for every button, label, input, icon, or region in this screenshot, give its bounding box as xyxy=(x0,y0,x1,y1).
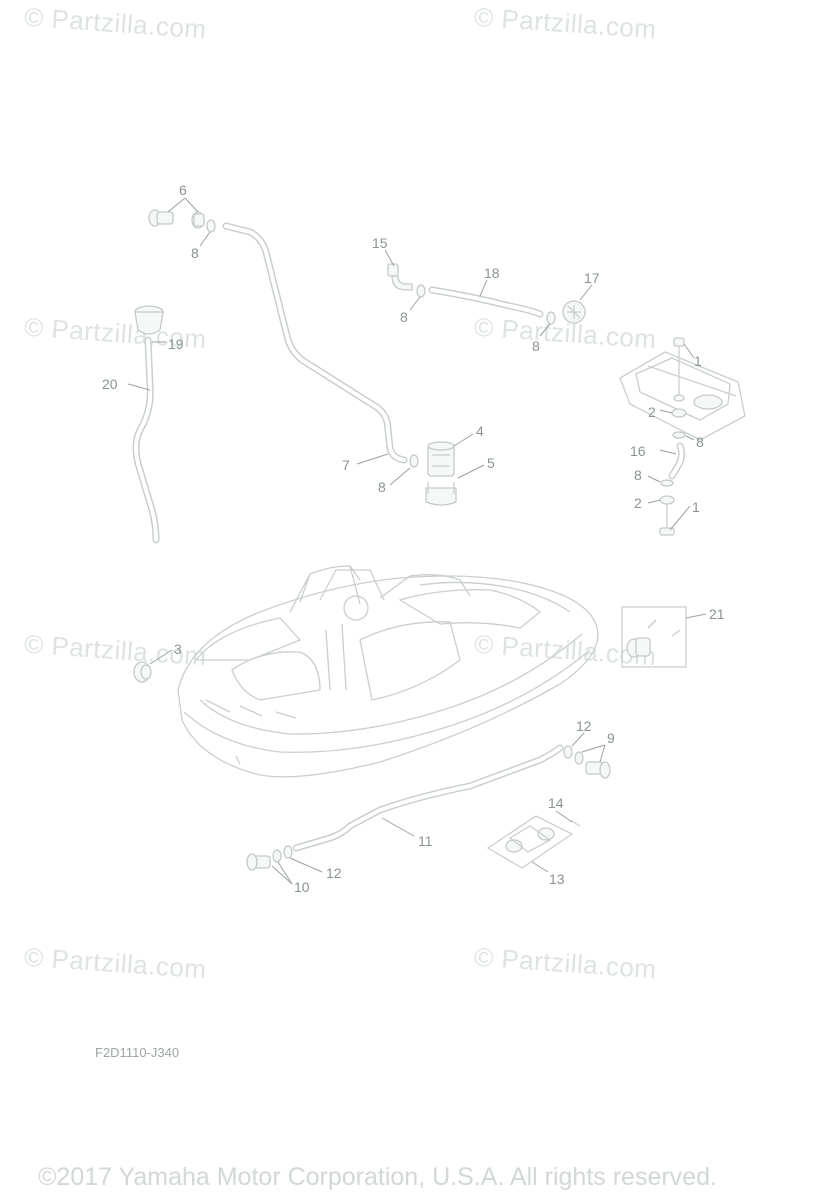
callout-8: 8 xyxy=(634,467,642,483)
callout-1: 1 xyxy=(694,353,702,369)
hose-16 xyxy=(668,442,686,480)
callout-2: 2 xyxy=(648,404,656,420)
callout-18: 18 xyxy=(484,265,500,281)
diagram-code: F2D1110-J340 xyxy=(95,1045,180,1060)
callout-11: 11 xyxy=(418,833,433,849)
callout-3: 3 xyxy=(174,641,182,657)
washer-8-mid xyxy=(409,454,419,468)
callout-8: 8 xyxy=(191,245,199,261)
leader-lines xyxy=(127,197,707,885)
callout-19: 19 xyxy=(168,336,184,352)
deck-plate xyxy=(619,351,746,441)
fitting-10 xyxy=(246,853,271,871)
callout-8: 8 xyxy=(532,338,540,354)
elbow-15 xyxy=(387,263,413,291)
fitting-9 xyxy=(585,761,611,779)
washer-12-right xyxy=(563,745,584,765)
callout-5: 5 xyxy=(487,455,495,471)
filler-cap-19 xyxy=(134,305,164,335)
tube-11 xyxy=(292,744,564,852)
filter-4 xyxy=(427,441,455,477)
callout-8: 8 xyxy=(400,309,408,325)
drain-plug-3 xyxy=(133,661,152,683)
callout-12: 12 xyxy=(326,865,342,881)
bracket-13 xyxy=(486,815,574,869)
callout-8: 8 xyxy=(696,434,704,450)
vent-hose-7 xyxy=(222,222,408,464)
valve-17 xyxy=(562,300,586,324)
hose-18 xyxy=(428,286,544,318)
callout-21: 21 xyxy=(709,606,725,622)
washer-8-top xyxy=(206,219,216,233)
callout-20: 20 xyxy=(102,376,118,392)
callout-13: 13 xyxy=(549,871,565,887)
washer-12-left xyxy=(272,845,293,863)
vent-fitting-6 xyxy=(148,209,205,229)
callout-6: 6 xyxy=(179,182,187,198)
callout-4: 4 xyxy=(476,423,484,439)
callout-10: 10 xyxy=(294,879,310,895)
washer-8-hose xyxy=(416,284,426,298)
callout-14: 14 xyxy=(548,795,564,811)
washer-8-deck xyxy=(672,431,686,439)
boat-hull xyxy=(177,565,599,778)
washer-8-right xyxy=(546,311,556,325)
callout-9: 9 xyxy=(607,730,615,746)
bracket-5 xyxy=(425,482,457,506)
callout-12: 12 xyxy=(576,718,592,734)
callout-16: 16 xyxy=(630,443,646,459)
copyright-notice: ©2017 Yamaha Motor Corporation, U.S.A. A… xyxy=(38,1163,717,1191)
callout-7: 7 xyxy=(342,457,350,473)
bolt-1-lower xyxy=(659,504,675,536)
washer-8-lower xyxy=(660,479,674,487)
bolt-1-top xyxy=(673,337,685,402)
callout-1: 1 xyxy=(692,499,700,515)
washer-2-lower xyxy=(659,495,675,505)
callout-2: 2 xyxy=(634,495,642,511)
washer-2-top xyxy=(671,408,687,418)
callout-8: 8 xyxy=(378,479,386,495)
screw-14 xyxy=(569,819,581,827)
callout-15: 15 xyxy=(372,235,388,251)
inset-21 xyxy=(621,606,687,668)
filler-hose-20 xyxy=(132,336,160,544)
callouts: 6 8 15 18 17 8 8 1 19 20 2 4 8 16 5 7 8 … xyxy=(102,182,725,895)
callout-17: 17 xyxy=(584,270,600,286)
